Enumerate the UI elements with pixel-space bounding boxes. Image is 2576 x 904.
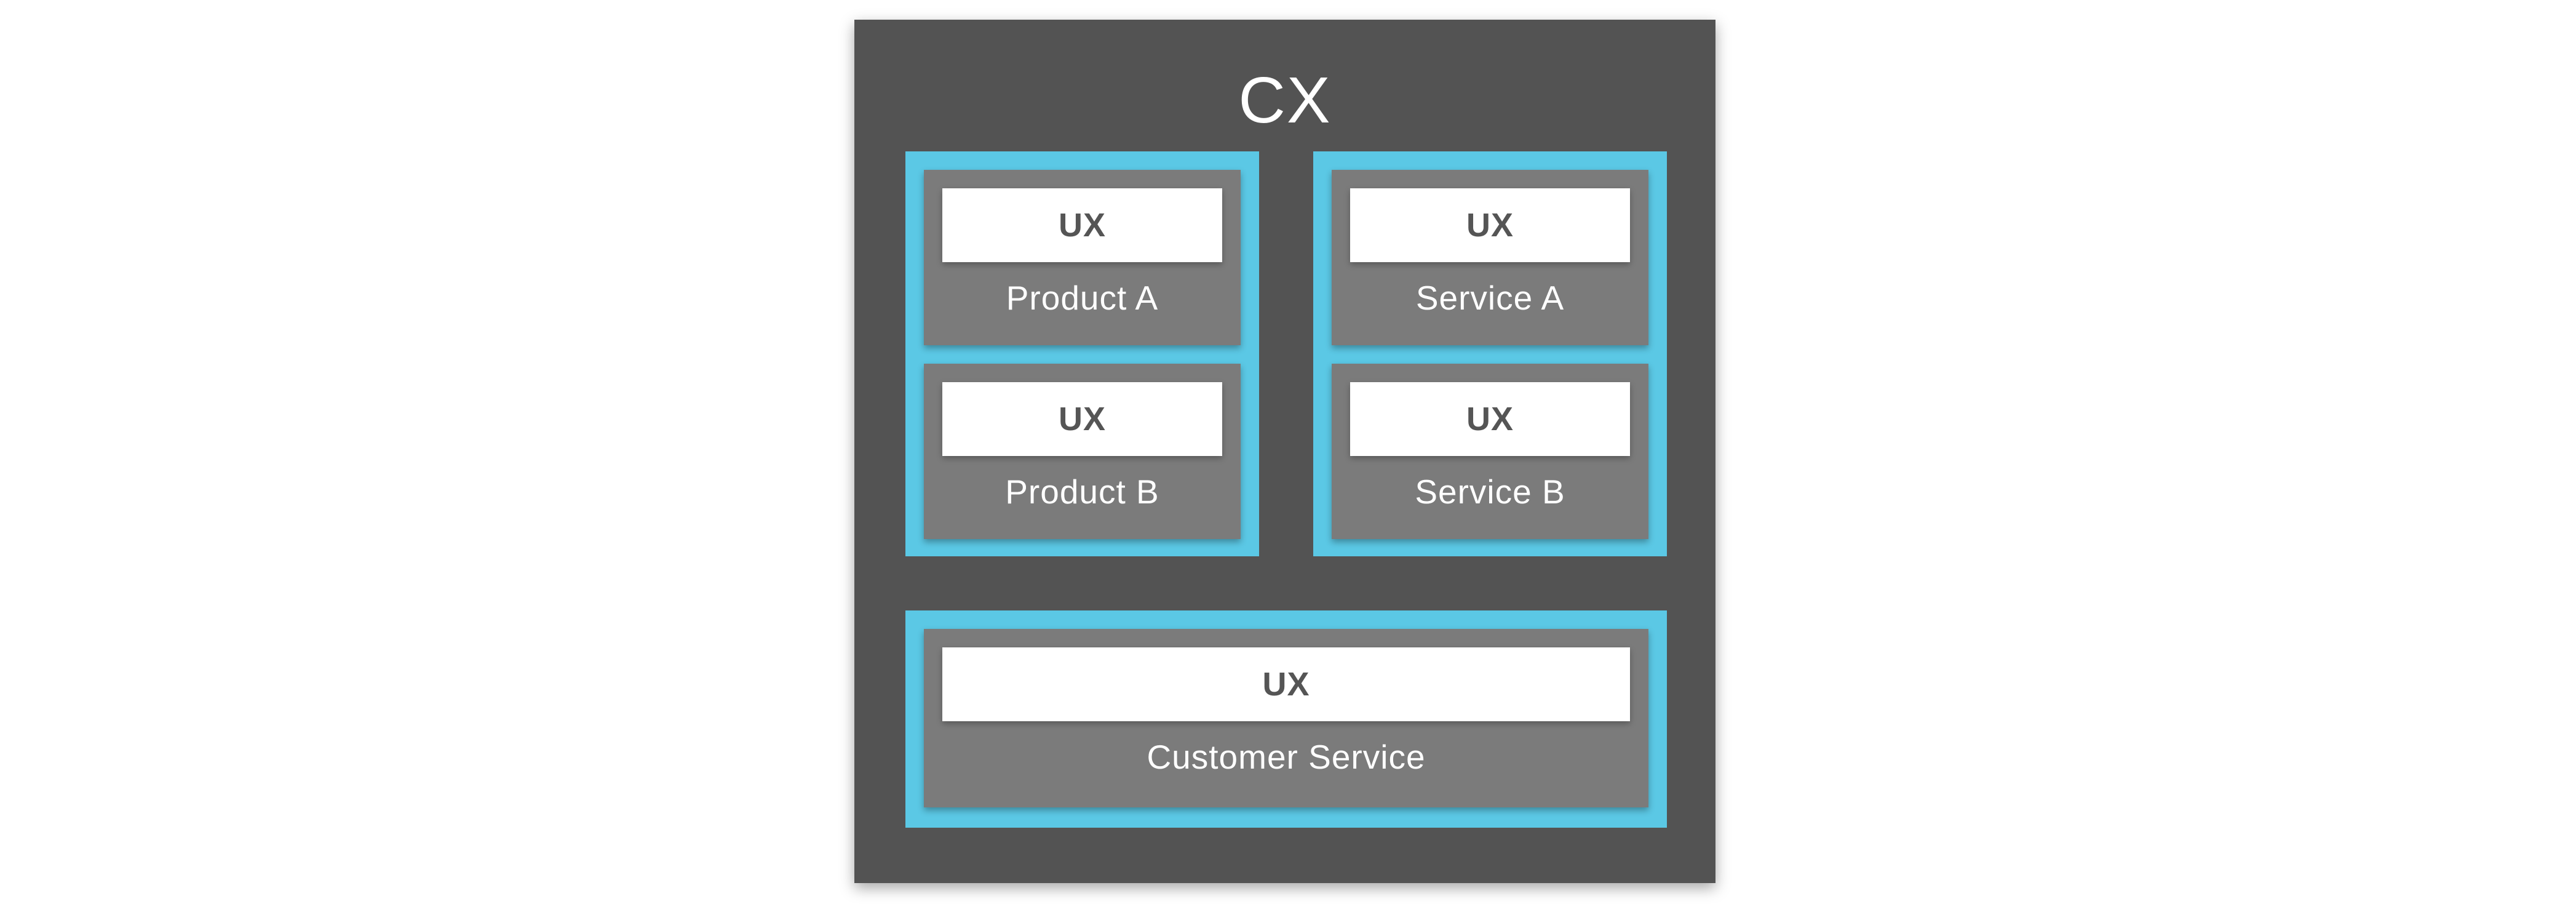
products-group: UX Product A UX Product B [905, 151, 1259, 556]
ux-bar: UX [942, 647, 1630, 721]
customer-service-label: Customer Service [1147, 737, 1426, 776]
product-b-label: Product B [1005, 472, 1159, 511]
customer-service-group: UX Customer Service [905, 610, 1667, 828]
product-a-card: UX Product A [924, 170, 1241, 345]
ux-bar: UX [1350, 382, 1630, 456]
service-b-card: UX Service B [1332, 364, 1648, 539]
product-b-card: UX Product B [924, 364, 1241, 539]
product-a-label: Product A [1006, 278, 1159, 317]
cx-panel: CX UX Product A UX Product B UX Service … [854, 20, 1715, 883]
service-b-label: Service B [1415, 472, 1565, 511]
ux-bar: UX [942, 382, 1222, 456]
cx-title: CX [1238, 64, 1332, 137]
service-a-label: Service A [1415, 278, 1565, 317]
service-a-card: UX Service A [1332, 170, 1648, 345]
customer-service-card: UX Customer Service [924, 629, 1648, 807]
ux-bar: UX [942, 188, 1222, 262]
ux-bar: UX [1350, 188, 1630, 262]
services-group: UX Service A UX Service B [1313, 151, 1667, 556]
